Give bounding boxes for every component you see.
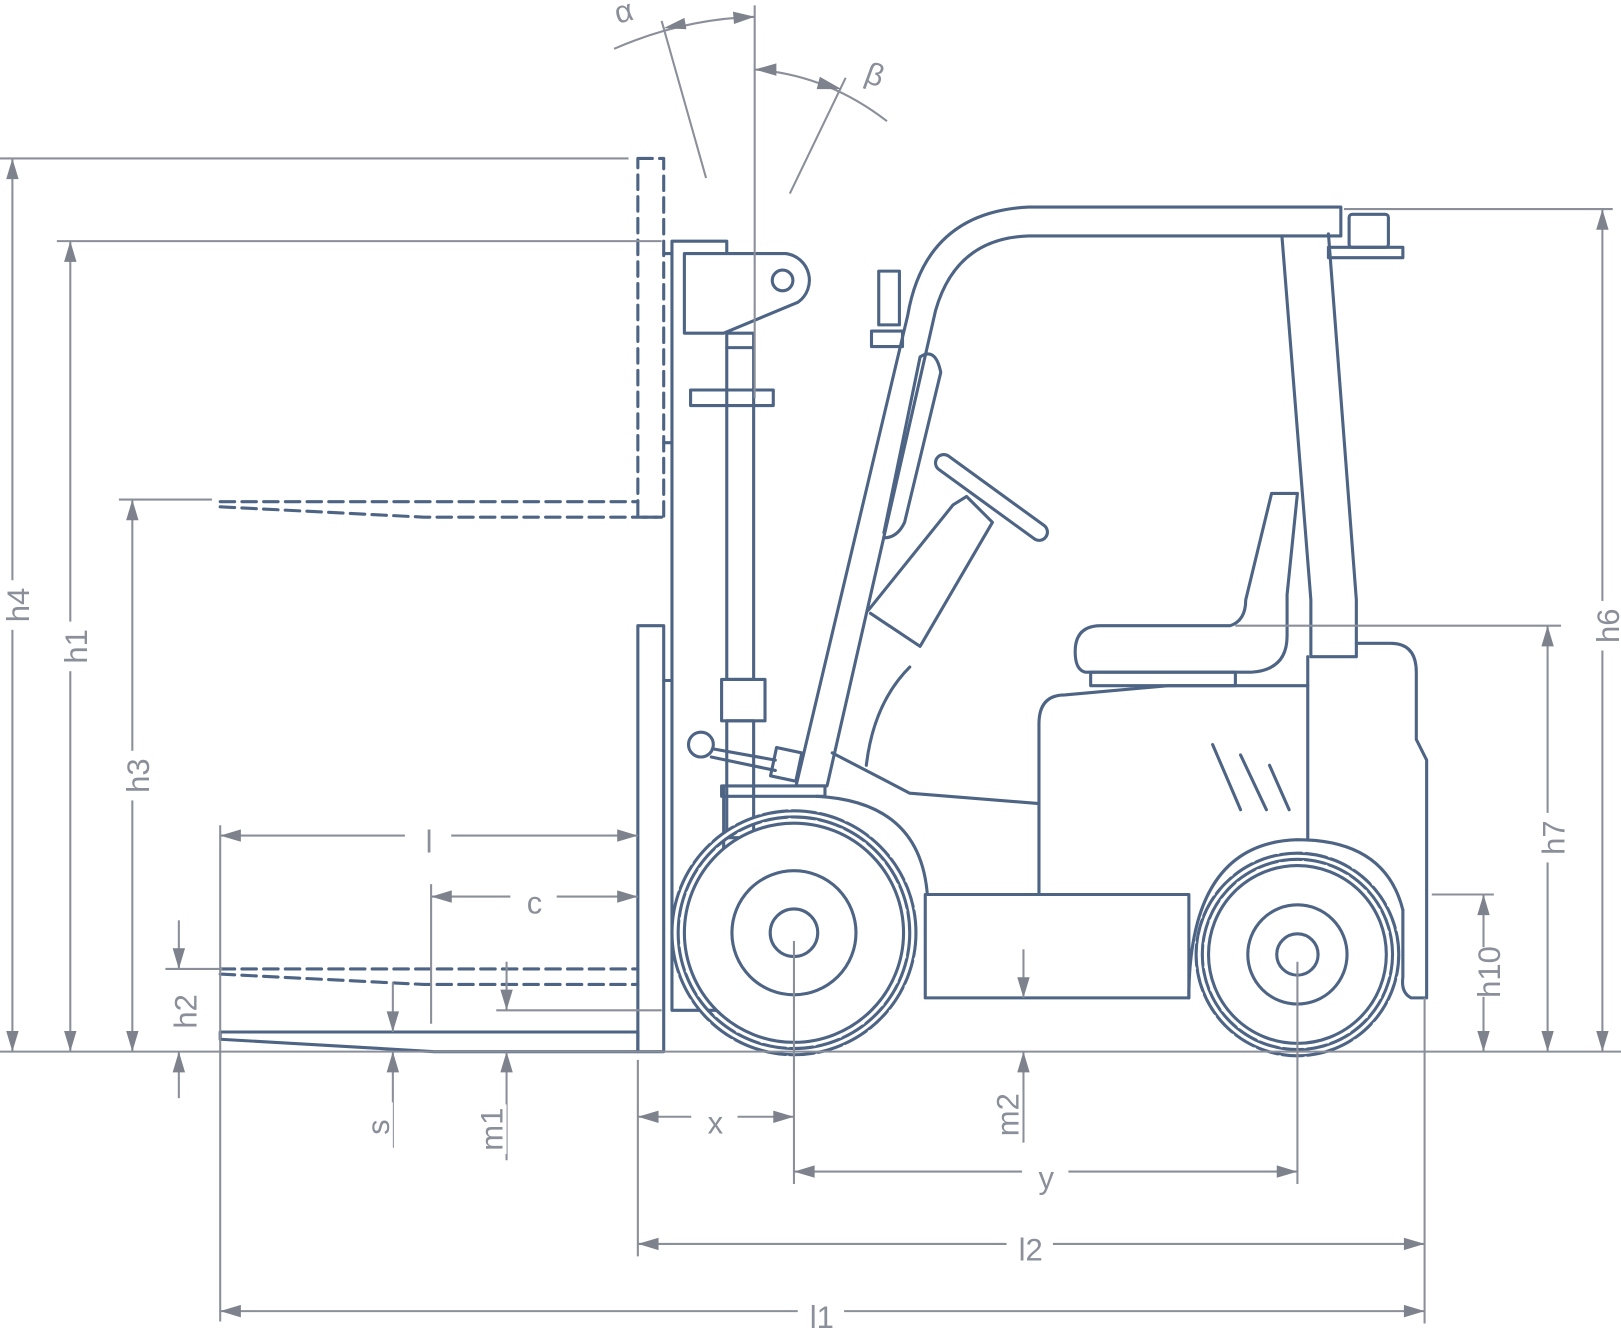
- vent-slots: [1211, 743, 1291, 812]
- arrowhead-icon: [126, 1030, 139, 1052]
- arrowhead-icon: [64, 1030, 77, 1052]
- arrowhead-icon: [637, 1110, 659, 1123]
- steering-column: [866, 494, 994, 648]
- mast-head: [682, 251, 811, 335]
- forklift-outline: [218, 156, 1429, 1058]
- label-h3: h3: [121, 758, 156, 792]
- label-m2: m2: [990, 1093, 1025, 1136]
- arrowhead-icon: [1477, 1030, 1490, 1052]
- label-alpha: α: [610, 0, 636, 31]
- arrowhead-icon: [64, 241, 77, 262]
- arrowhead-icon: [386, 1051, 400, 1073]
- label-h4: h4: [1, 588, 36, 622]
- arrowhead-icon: [732, 11, 755, 25]
- overhead-guard: [794, 205, 1343, 788]
- arrowhead-icon: [1477, 894, 1490, 916]
- warning-light: [1347, 212, 1390, 249]
- arrowhead-icon: [1596, 209, 1609, 230]
- fork: [218, 1030, 640, 1054]
- raised-fork: [218, 500, 664, 519]
- lift-cylinder: [725, 331, 756, 682]
- label-h1: h1: [59, 629, 94, 663]
- arrowhead-icon: [220, 829, 241, 842]
- arrowhead-icon: [816, 76, 842, 90]
- arrowhead-icon: [172, 948, 186, 969]
- arrowhead-icon: [1541, 625, 1554, 647]
- front-fender: [815, 794, 929, 897]
- label-l: l: [426, 824, 433, 859]
- arrowhead-icon: [1017, 1051, 1030, 1073]
- arrowhead-icon: [754, 63, 777, 76]
- arrowhead-icon: [1276, 1165, 1298, 1178]
- rear-fender: [1187, 838, 1405, 1000]
- arrowhead-icon: [126, 499, 139, 521]
- counterweight-body: [1037, 641, 1429, 1000]
- arrowhead-icon: [617, 890, 638, 903]
- chassis: [923, 892, 1191, 1000]
- arrowhead-icon: [6, 158, 19, 180]
- arrowhead-icon: [793, 1165, 815, 1178]
- label-h10: h10: [1472, 946, 1507, 998]
- rear-pillar: [1280, 232, 1358, 659]
- raised-carriage: [636, 156, 666, 519]
- arrowhead-icon: [6, 1030, 19, 1052]
- arrowhead-icon: [617, 829, 638, 842]
- label-beta: β: [861, 55, 890, 94]
- alpha-tilt-line: [660, 20, 708, 179]
- arrowhead-icon: [431, 890, 452, 903]
- fork-carriage: [636, 624, 666, 1054]
- arrowhead-icon: [663, 17, 687, 30]
- label-h7: h7: [1536, 820, 1571, 854]
- label-l1: l1: [810, 1300, 834, 1330]
- front-wheel: [670, 809, 918, 1057]
- arrowhead-icon: [500, 1051, 513, 1073]
- seat: [1073, 491, 1299, 674]
- arrowhead-icon: [637, 1237, 659, 1251]
- arrowhead-icon: [386, 1011, 400, 1032]
- arrowhead-icon: [1017, 977, 1030, 998]
- arrowhead-icon: [773, 1110, 794, 1123]
- arrowhead-icon: [1403, 1237, 1425, 1251]
- lever-knob: [686, 730, 715, 759]
- label-h6: h6: [1591, 608, 1621, 642]
- label-x: x: [708, 1105, 724, 1140]
- arrowhead-icon: [220, 1304, 241, 1318]
- beta-tilt-line: [788, 77, 847, 195]
- arrowhead-icon: [172, 1051, 186, 1073]
- label-s: s: [361, 1119, 396, 1134]
- arrowhead-icon: [1403, 1304, 1425, 1318]
- label-l2: l2: [1019, 1233, 1043, 1268]
- arrowhead-icon: [500, 989, 513, 1011]
- label-h2: h2: [169, 994, 204, 1028]
- label-y: y: [1038, 1160, 1054, 1195]
- label-c: c: [527, 885, 543, 920]
- arrowhead-icon: [1596, 1030, 1609, 1052]
- dimension-lines: [0, 5, 1621, 1324]
- arrowhead-icon: [1541, 1030, 1554, 1052]
- mid-fork: [218, 967, 640, 986]
- steering-wheel: [933, 453, 1049, 542]
- label-m1: m1: [475, 1108, 510, 1151]
